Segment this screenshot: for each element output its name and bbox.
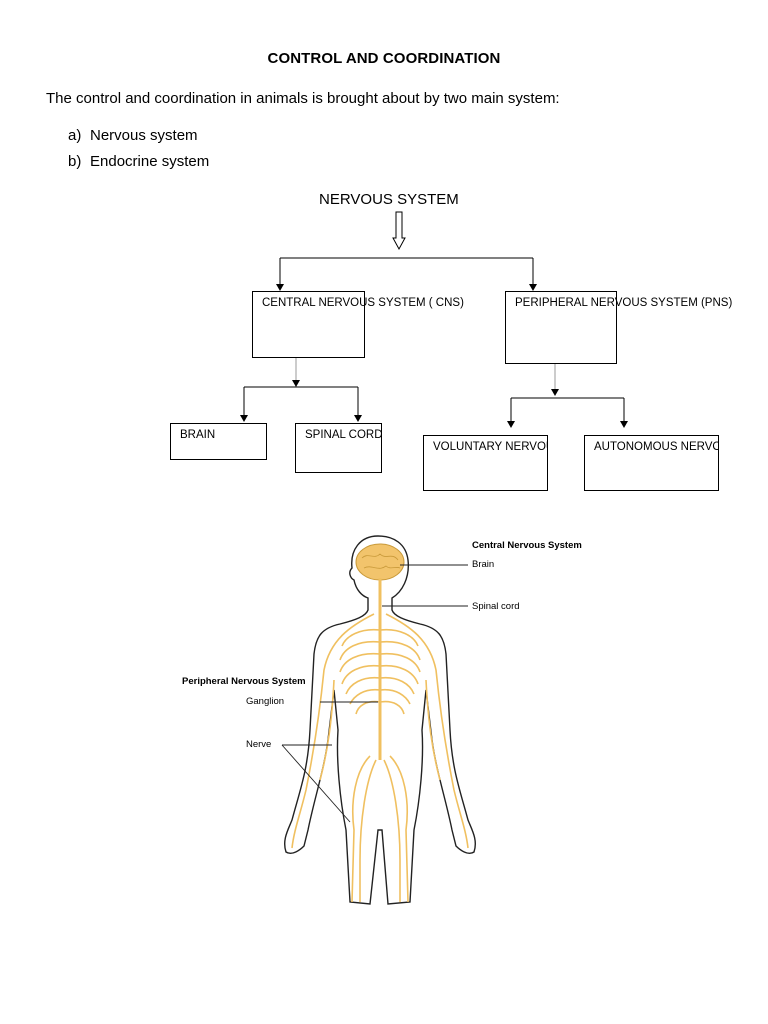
- brain-shape: [355, 543, 405, 581]
- list-marker: a): [68, 127, 82, 144]
- figure-brain-label: Brain: [472, 559, 495, 570]
- flowchart-connectors: [240, 211, 628, 428]
- spinal-cord-box: SPINAL CORD: [295, 423, 383, 473]
- brain-label: BRAIN: [180, 429, 216, 441]
- autonomous-box: AUTONOMOUS NERVOUS SYSTEM: [584, 435, 719, 491]
- brain-box: BRAIN: [170, 423, 267, 460]
- figure-nerve-label: Nerve: [246, 739, 272, 750]
- figure-spinal-cord-label: Spinal cord: [472, 601, 520, 612]
- list-item-endocrine: b) Endocrine system: [68, 153, 209, 170]
- list-label: Nervous system: [90, 127, 198, 144]
- cns-label: CENTRAL NERVOUS SYSTEM ( CNS): [262, 297, 464, 309]
- list-marker: b): [68, 153, 82, 170]
- voluntary-label: VOLUNTARY NERVOUS SYSTEM: [433, 441, 547, 453]
- spinal-cord-label: SPINAL CORD: [305, 429, 383, 441]
- list-label: Endocrine system: [90, 153, 210, 170]
- pns-box: PERIPHERAL NERVOUS SYSTEM (PNS): [505, 291, 732, 364]
- figure-cns-heading: Central Nervous System: [472, 540, 582, 551]
- intro-text: The control and coordination in animals …: [46, 90, 560, 107]
- voluntary-box: VOLUNTARY NERVOUS SYSTEM: [423, 435, 548, 491]
- figure-pns-heading: Peripheral Nervous System: [182, 676, 306, 687]
- cns-box: CENTRAL NERVOUS SYSTEM ( CNS): [252, 291, 464, 358]
- list-item-nervous: a) Nervous system: [68, 127, 198, 144]
- page-title: CONTROL AND COORDINATION: [267, 50, 501, 67]
- pns-label: PERIPHERAL NERVOUS SYSTEM (PNS): [515, 297, 733, 309]
- figure-ganglion-label: Ganglion: [246, 696, 285, 707]
- flowchart-root: NERVOUS SYSTEM: [319, 191, 459, 208]
- autonomous-label: AUTONOMOUS NERVOUS SYSTEM: [594, 441, 718, 453]
- nervous-system-figure: [281, 535, 477, 905]
